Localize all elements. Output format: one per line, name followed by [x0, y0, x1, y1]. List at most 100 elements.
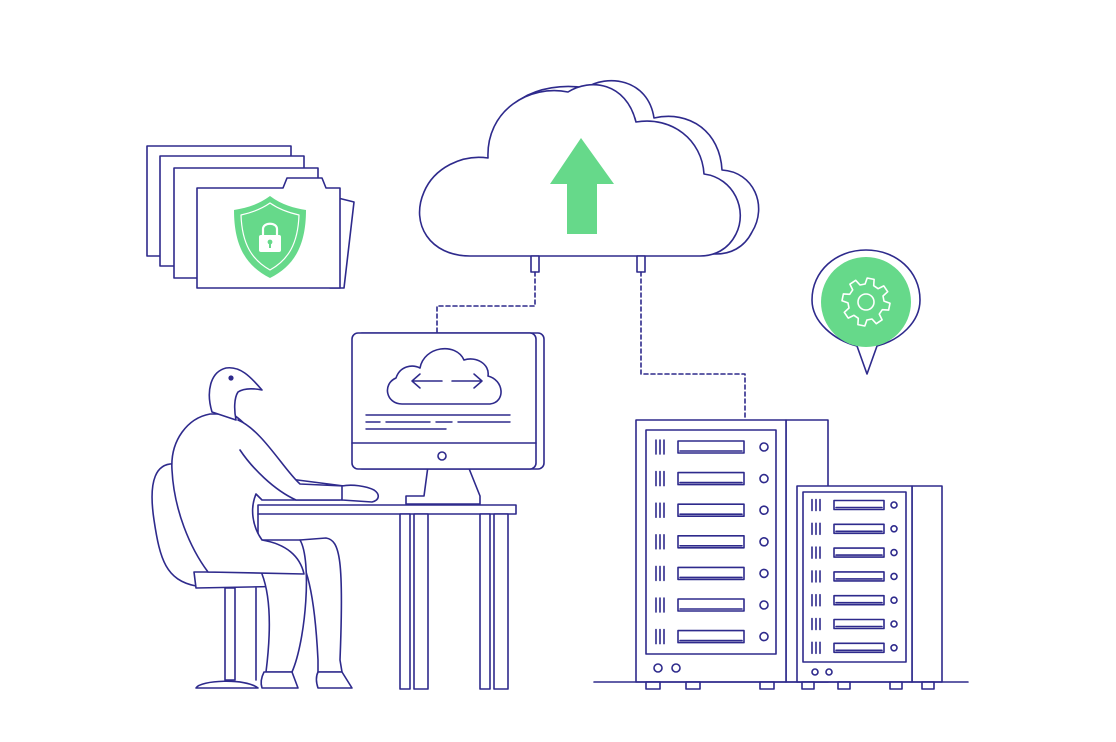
drive-slot — [677, 503, 745, 518]
lock-keyhole — [267, 239, 273, 245]
rack-small-foot-dot-2 — [825, 668, 833, 676]
rack-foot — [921, 681, 935, 690]
cloud-upload — [418, 79, 760, 273]
gear-outline — [841, 277, 891, 327]
rack-foot — [837, 681, 851, 690]
lock-shackle — [261, 222, 279, 237]
chair-base — [195, 680, 259, 689]
server-unit — [811, 522, 898, 536]
shield-inner-outline — [240, 202, 300, 271]
drive-slot — [677, 440, 745, 454]
status-led — [890, 643, 898, 652]
gear-hub — [857, 293, 875, 311]
server-unit — [655, 470, 769, 487]
arrow-right — [451, 373, 483, 389]
cloud-connector-right — [636, 255, 646, 273]
screen-text-lines — [365, 414, 511, 430]
server-unit — [811, 617, 898, 631]
status-led — [890, 524, 898, 533]
desk — [257, 504, 517, 690]
person-shoe-left — [260, 671, 299, 689]
desk-top — [257, 504, 517, 515]
drive-slot — [833, 571, 885, 582]
network-links — [436, 271, 746, 421]
status-led — [759, 631, 769, 642]
server-unit — [811, 641, 898, 655]
server-unit — [655, 597, 769, 613]
status-led — [759, 568, 769, 579]
drive-slot — [833, 523, 885, 535]
rack-small-units — [811, 498, 898, 655]
person-head — [208, 366, 263, 421]
monitor — [351, 332, 545, 505]
status-led — [890, 572, 898, 581]
status-led — [759, 536, 769, 547]
rack-foot — [685, 681, 701, 690]
desk-leg-right-b — [493, 513, 509, 690]
status-led — [890, 501, 898, 509]
desk-leg-right-a — [479, 513, 491, 690]
cloud-connector-left — [530, 255, 540, 273]
person-eye — [228, 375, 234, 381]
drive-slot — [677, 471, 745, 486]
server-unit — [811, 498, 898, 512]
person-leg-back — [299, 537, 343, 673]
person-shoe-right — [315, 671, 353, 689]
status-led — [890, 596, 898, 605]
drive-slot — [833, 547, 885, 558]
status-led — [759, 473, 769, 484]
rack-small-foot-dot-1 — [811, 668, 819, 676]
server-unit — [811, 546, 898, 559]
settings-pin — [811, 249, 921, 375]
rack-small-side — [911, 485, 943, 683]
status-led — [759, 442, 769, 452]
screen-cloud-icon — [386, 347, 502, 405]
status-led — [890, 548, 898, 557]
drive-slot — [833, 499, 885, 511]
drive-slot — [677, 566, 745, 581]
rack-foot — [801, 681, 815, 690]
drive-slot — [677, 534, 745, 549]
rack-feet — [645, 681, 935, 690]
link-cloud-server — [640, 271, 746, 421]
monitor-front — [351, 332, 537, 470]
pin-fill — [821, 257, 911, 347]
server-unit — [655, 439, 769, 455]
status-led — [759, 600, 769, 610]
server-rack-small — [796, 485, 943, 683]
drive-slot — [677, 629, 745, 644]
bidirectional-arrows-icon — [411, 373, 483, 389]
drive-slot — [833, 594, 885, 606]
rack-large-foot-dot-2 — [671, 663, 681, 673]
rack-foot — [889, 681, 903, 690]
drive-slot — [833, 618, 885, 630]
server-unit — [811, 570, 898, 583]
server-unit — [655, 502, 769, 519]
arrow-left — [411, 373, 443, 389]
desk-leg-left-b — [413, 513, 429, 690]
server-unit — [811, 593, 898, 607]
link-cloud-monitor — [436, 271, 536, 335]
lock-keyhole-slot — [269, 243, 271, 248]
chair-post — [224, 587, 236, 681]
status-led — [759, 505, 769, 516]
drive-slot — [677, 598, 745, 612]
rack-large-units — [655, 439, 769, 645]
drive-slot — [833, 642, 885, 654]
person — [171, 366, 380, 689]
server-unit — [655, 533, 769, 550]
rack-large-foot-dot-1 — [653, 663, 663, 673]
rack-foot — [759, 681, 775, 690]
server-unit — [655, 565, 769, 582]
rack-foot — [645, 681, 661, 690]
folder-stack-icon — [146, 145, 355, 289]
status-led — [890, 620, 898, 628]
gear-icon — [841, 277, 891, 327]
upload-arrow-icon — [550, 138, 614, 234]
desk-leg-left-a — [399, 513, 411, 690]
server-unit — [655, 628, 769, 645]
monitor-stand — [405, 465, 481, 505]
monitor-power-dot — [437, 451, 447, 461]
